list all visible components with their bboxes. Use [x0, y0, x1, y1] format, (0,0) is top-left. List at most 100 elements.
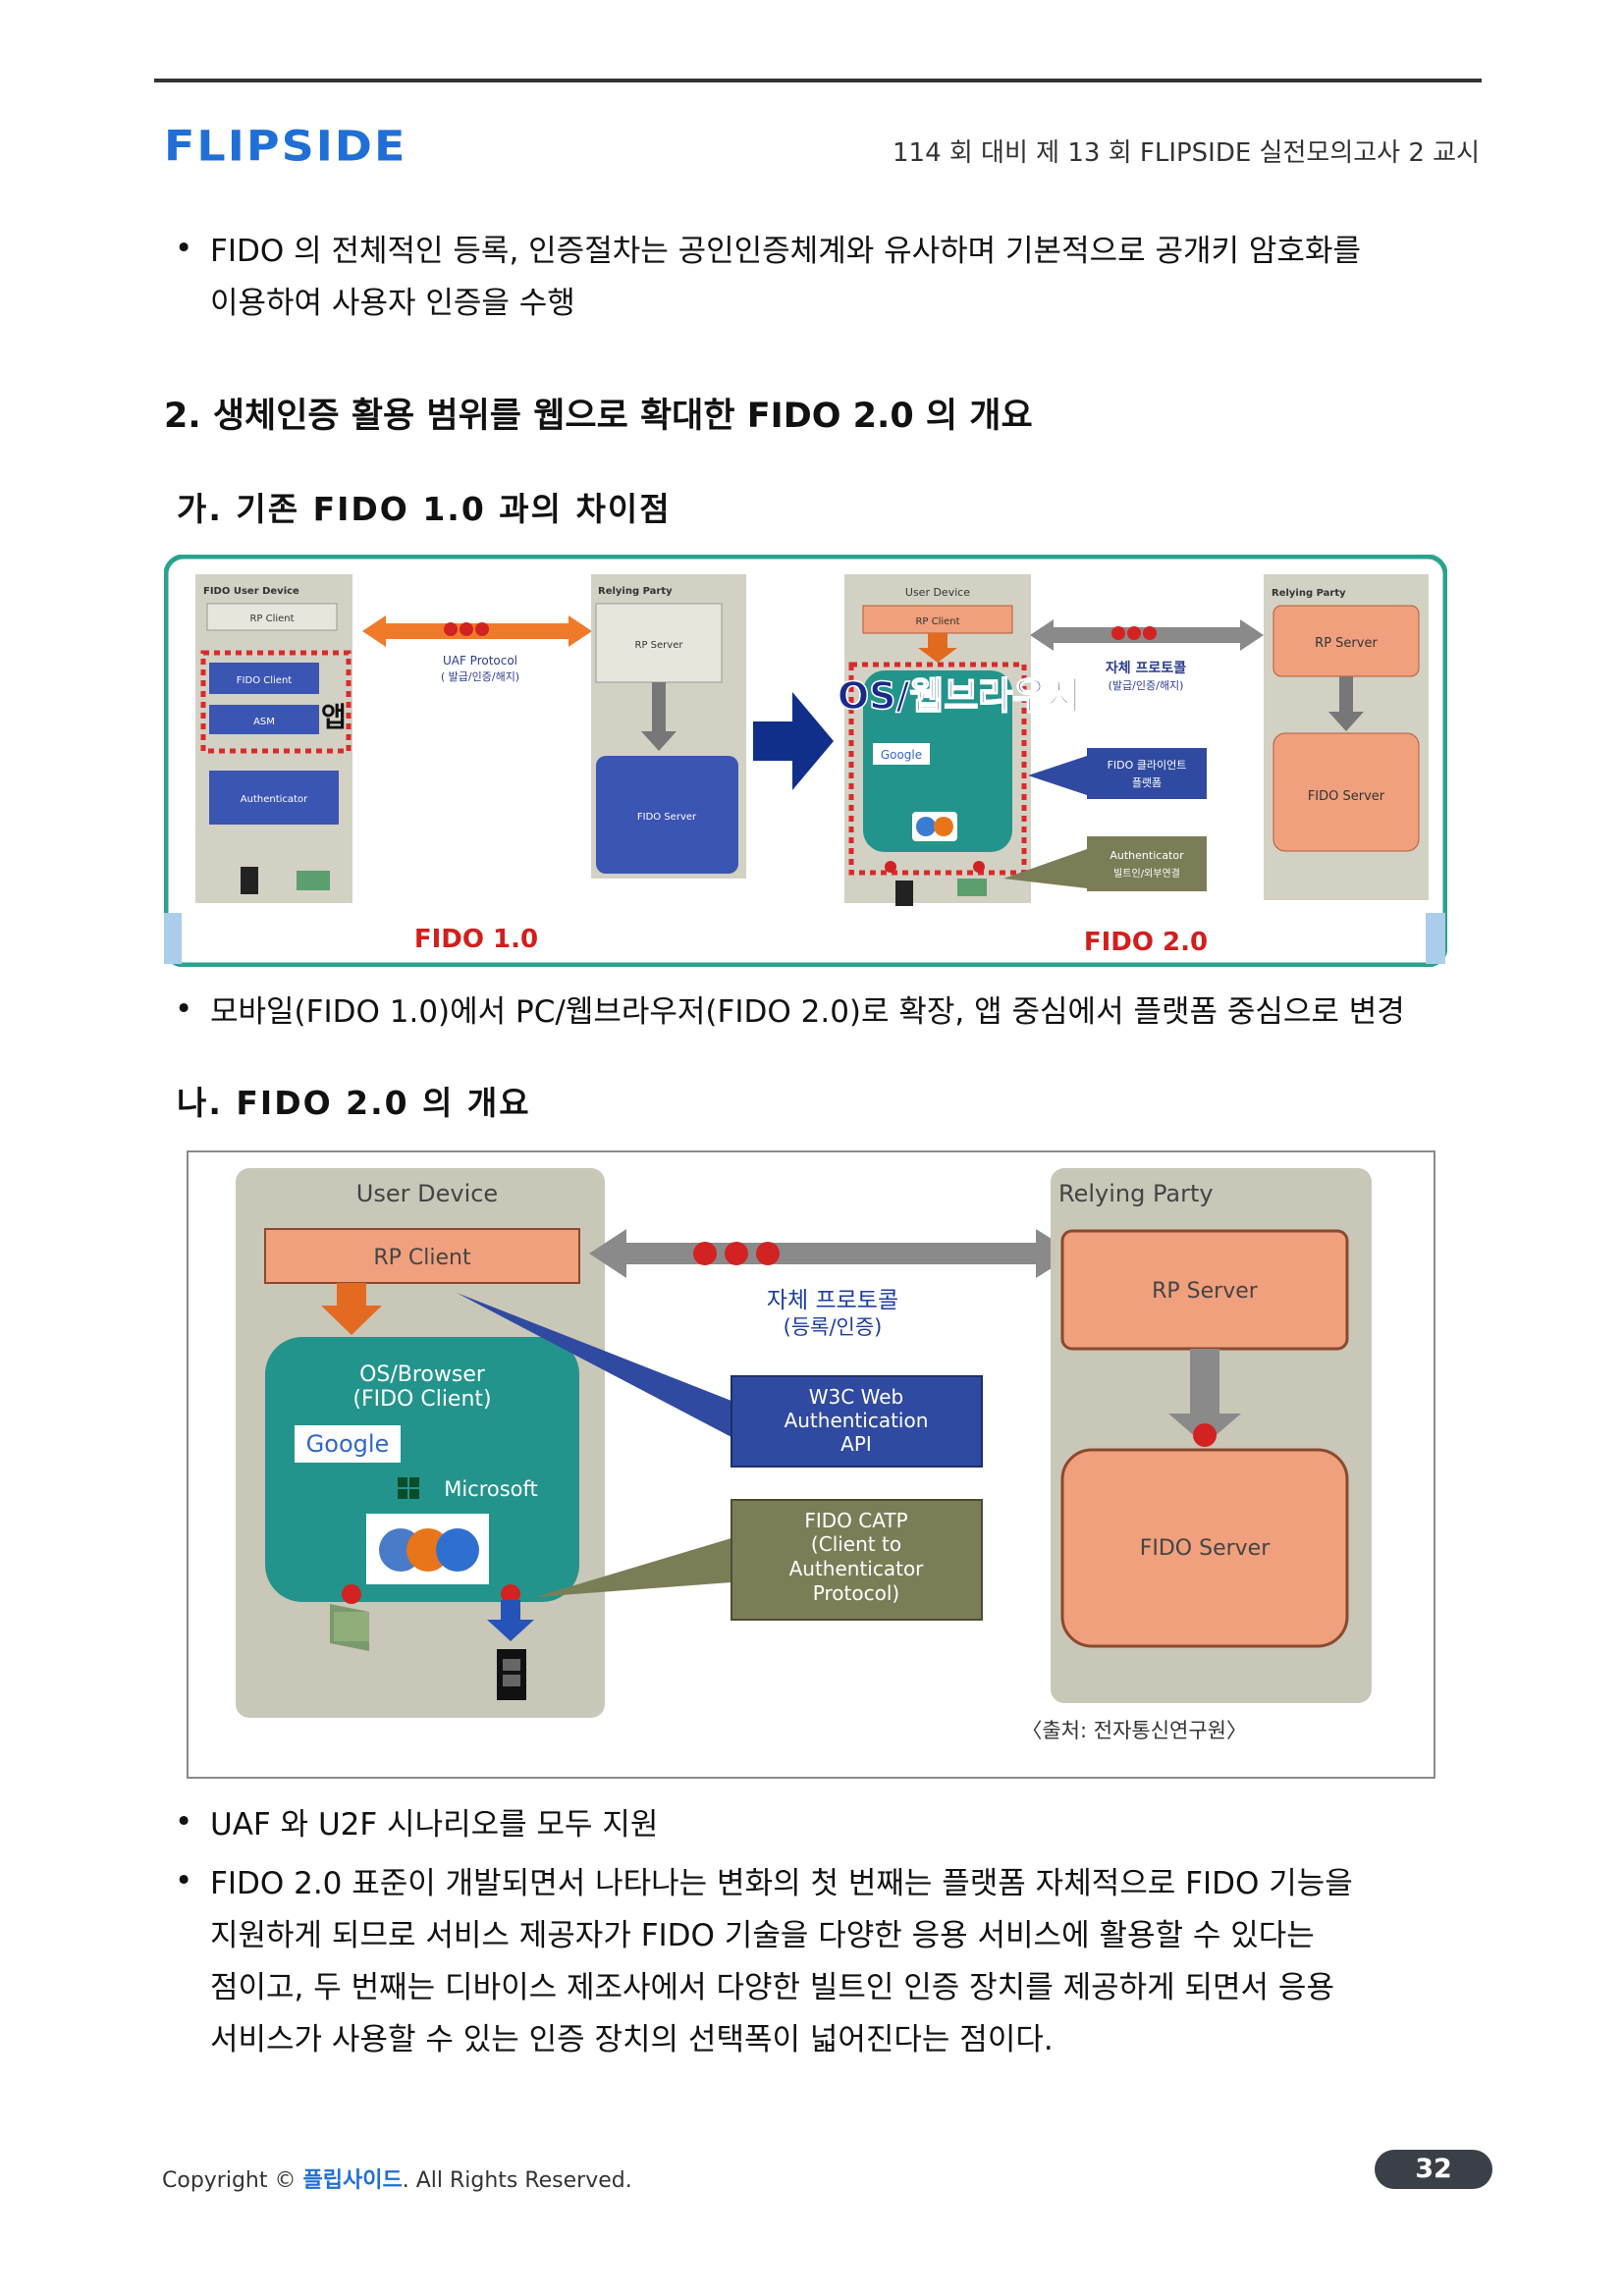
fig2-protocol-arrow	[589, 1229, 1075, 1278]
fig1-right-rp-client-label: RP Client	[915, 616, 959, 627]
exam-title: 114 회 대비 제 13 회 FLIPSIDE 실전모의고사 2 교시	[892, 138, 1480, 168]
fig2-google-logo	[295, 1425, 401, 1463]
fig1-right-google-logo	[873, 743, 930, 765]
fig2-os-line1: OS/Browser	[359, 1362, 486, 1387]
fig2-ctap-line1: FIDO CATP	[804, 1509, 907, 1532]
fig1-left-authenticator-label: Authenticator	[241, 794, 308, 805]
fig2-blue-arrow	[487, 1600, 534, 1641]
fig2-microsoft-text: Microsoft	[444, 1477, 538, 1501]
na-bullet-2: FIDO 2.0 표준이 개발되면서 나타나는 변화의 첫 번째는 플랫폼 자체…	[210, 1858, 1487, 2066]
fig1-right-authenticator-sub: 빌트인/외부연결	[1113, 868, 1180, 880]
fig2-ctap-line4: Protocol)	[813, 1581, 899, 1605]
bullet-dot: •	[175, 1804, 193, 1840]
fig1-left-rp-down-arrow	[641, 682, 677, 751]
fido2-overview-figure: User Device RP Client OS/Browser (FIDO C…	[187, 1150, 1435, 1779]
fig2-fido-server-box	[1060, 1448, 1349, 1648]
fig2-device-title: User Device	[356, 1180, 498, 1207]
fig2-down-arrow	[321, 1283, 382, 1335]
fig2-protocol-label: 자체 프로토콜	[767, 1288, 898, 1313]
fig1-right-rp-title: Relying Party	[1272, 588, 1346, 599]
fig1-left-fido-client-box	[209, 663, 319, 694]
ga-bullet-text: 모바일(FIDO 1.0)에서 PC/웹브라우저(FIDO 2.0)로 확장, …	[210, 994, 1405, 1030]
fig1-right-protocol-sub: (발급/인증/해지)	[1109, 678, 1184, 692]
fig1-right-rp-client-box	[862, 605, 1013, 634]
fig1-right-fido-server-label: FIDO Server	[1308, 789, 1385, 804]
fig1-left-tab	[164, 913, 182, 964]
fig1-transition-arrow	[753, 692, 834, 790]
fido1-vs-fido2-figure: FIDO User Device RP Client FIDO Client 앱…	[164, 555, 1447, 967]
bullet-dot: •	[175, 1863, 193, 1898]
fig2-os-box	[265, 1337, 579, 1602]
copyright-suffix: . All Rights Reserved.	[402, 2168, 632, 2193]
fig1-left-caption: FIDO 1.0	[414, 925, 538, 954]
fig1-left-uaf-label: UAF Protocol	[443, 654, 517, 667]
fig2-google-text: Google	[306, 1430, 390, 1458]
fig1-left-rp-client-box	[206, 603, 338, 631]
fig2-rp-client-label: RP Client	[373, 1246, 471, 1270]
fig2-source: 〈출처: 전자통신연구원〉	[1021, 1719, 1247, 1742]
section-title: 2. 생체인증 활용 범위를 웹으로 확대한 FIDO 2.0 의 개요	[164, 397, 1033, 436]
fig2-w3c-line1: W3C Web	[809, 1385, 903, 1409]
fig2-rp-server-label: RP Server	[1152, 1279, 1259, 1304]
fig1-right-os-box	[863, 670, 1012, 852]
fig2-protocol-sub: (등록/인증)	[784, 1315, 883, 1339]
fig1-right-protocol-label: 자체 프로토콜	[1106, 661, 1186, 676]
fig2-ctap-line3: Authenticator	[789, 1557, 925, 1580]
fig1-left-rp-server-box	[595, 603, 723, 683]
fig1-left-asm-box	[209, 705, 319, 734]
intro-paragraph: FIDO 의 전체적인 등록, 인증절차는 공인인증체계와 유사하며 기본적으로…	[210, 226, 1487, 330]
flipside-logo: FLIPSIDE	[164, 122, 407, 171]
fig1-right-fido-server-box	[1272, 732, 1420, 852]
header-rule	[154, 79, 1482, 82]
bullet-dot: •	[175, 991, 193, 1027]
na-bullet-2-line-3: 점이고, 두 번째는 디바이스 제조사에서 다양한 빌트인 인증 장치를 제공하…	[210, 1970, 1334, 2005]
fig2-rp-title: Relying Party	[1058, 1180, 1214, 1207]
fig2-w3c-line2: Authentication	[785, 1409, 929, 1432]
na-bullet-2-line-2: 지원하게 되므로 서비스 제공자가 FIDO 기술을 다양한 응용 서비스에 활…	[210, 1918, 1315, 1953]
intro-line-2: 이용하여 사용자 인증을 수행	[210, 286, 575, 321]
intro-line-1: FIDO 의 전체적인 등록, 인증절차는 공인인증체계와 유사하며 기본적으로…	[210, 234, 1361, 269]
fig1-left-rp-client-label: RP Client	[249, 614, 294, 624]
na-bullet-2-line-1: FIDO 2.0 표준이 개발되면서 나타나는 변화의 첫 번째는 플랫폼 자체…	[210, 1866, 1353, 1901]
fig1-right-platform-boundary	[848, 662, 1027, 876]
fig1-left-phone-icon	[297, 871, 330, 890]
fig1-right-tab	[1426, 913, 1445, 964]
fig1-right-google-text: Google	[881, 748, 922, 762]
fig2-w3c-line3: API	[840, 1432, 872, 1456]
copyright-prefix: Copyright ©	[162, 2168, 297, 2193]
fig2-ctap-line2: (Client to	[811, 1532, 901, 1556]
subsection-na-title: 나. FIDO 2.0 의 개요	[177, 1084, 531, 1122]
page-number: 32	[1375, 2150, 1492, 2189]
copyright: Copyright © 플립사이드. All Rights Reserved.	[162, 2163, 632, 2194]
fig1-left-uaf-sub: ( 발급/인증/해지)	[441, 669, 519, 683]
fig2-ctap-box	[731, 1499, 983, 1621]
fig1-right-caption: FIDO 2.0	[1084, 928, 1208, 957]
fig1-right-authenticator-box	[1087, 836, 1207, 891]
fig1-left-fido-client-label: FIDO Client	[237, 675, 292, 686]
fig1-left-usb-key-icon	[241, 867, 258, 894]
fig1-left-fido-server-box	[596, 756, 738, 874]
fig1-left-app-label: 앱	[321, 701, 347, 733]
na-bullet-1: UAF 와 U2F 시나리오를 모두 지원	[210, 1807, 659, 1842]
fig1-right-os-label: OS/웹브라우저	[838, 674, 1081, 718]
fig1-left-asm-label: ASM	[253, 717, 275, 727]
fig1-right-client-platform-label: FIDO 클라이언트	[1108, 759, 1187, 772]
fig1-left-fido-server-label: FIDO Server	[637, 812, 697, 823]
copyright-brand: 플립사이드	[302, 2168, 403, 2193]
na-bullet-2-line-4: 서비스가 사용할 수 있는 인증 장치의 선택폭이 넓어진다는 점이다.	[210, 2022, 1054, 2057]
fig2-fido-server-label: FIDO Server	[1140, 1536, 1271, 1561]
fig1-left-rp-server-label: RP Server	[635, 640, 684, 651]
fig1-right-device-title: User Device	[905, 586, 970, 599]
fig1-right-client-platform-box	[1087, 748, 1207, 799]
fig1-right-phone-icon	[957, 879, 987, 896]
fig1-left-device-title: FIDO User Device	[203, 586, 299, 597]
fig1-right-rp-server-label: RP Server	[1315, 636, 1378, 651]
fig2-w3c-box	[731, 1375, 983, 1468]
bullet-dot: •	[175, 231, 193, 266]
fig2-os-line2: (FIDO Client)	[352, 1387, 491, 1412]
subsection-ga-title: 가. 기존 FIDO 1.0 과의 차이점	[177, 490, 672, 528]
fig1-right-usb-key-icon	[895, 881, 913, 906]
fig1-right-client-platform-sub: 플랫폼	[1132, 776, 1162, 789]
fig1-left-rp-title: Relying Party	[598, 586, 673, 597]
fig1-left-app-boundary	[200, 650, 352, 754]
